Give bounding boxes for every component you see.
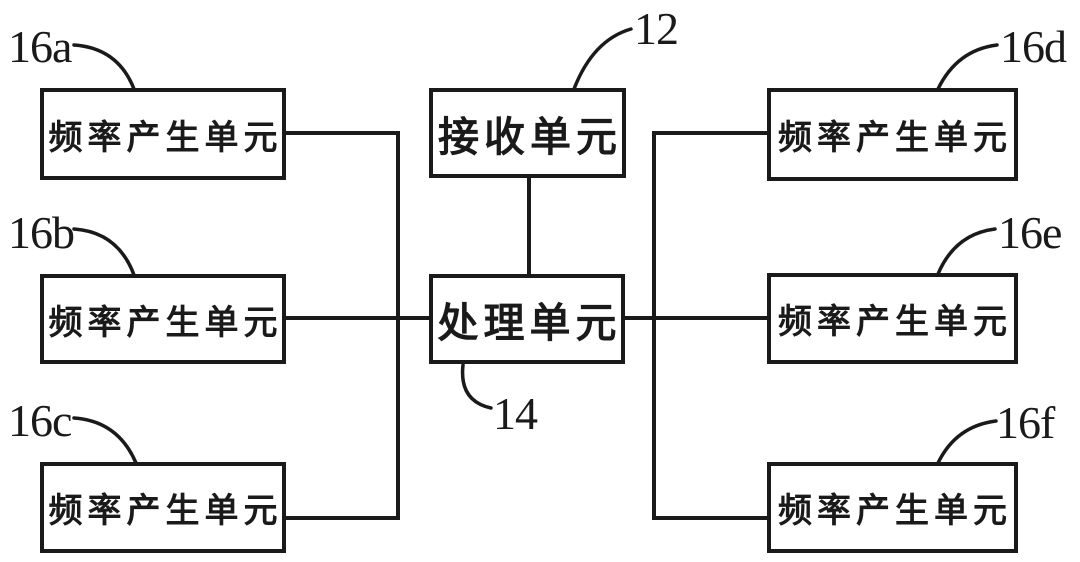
unit-box-16d-label: 频率产生单元 xyxy=(778,120,1012,157)
unit-box-processor-label: 处理单元 xyxy=(437,300,622,346)
ref-label-16f: 16f xyxy=(996,397,1055,448)
unit-box-receiver: 接收单元 xyxy=(429,88,626,178)
leader-line-16a xyxy=(72,43,136,91)
unit-box-receiver-label: 接收单元 xyxy=(438,114,622,160)
unit-box-16a-label: 频率产生单元 xyxy=(48,119,283,157)
unit-box-16d: 频率产生单元 xyxy=(767,88,1018,181)
unit-box-16f-label: 频率产生单元 xyxy=(778,493,1012,530)
ref-label-16e: 16e xyxy=(998,207,1062,258)
unit-box-16b: 频率产生单元 xyxy=(40,274,286,364)
leader-line-16d xyxy=(936,43,999,91)
unit-box-16a: 频率产生单元 xyxy=(40,88,286,180)
ref-label-12: 12 xyxy=(634,3,679,54)
ref-label-16c: 16c xyxy=(8,395,72,446)
leader-line-16e xyxy=(936,227,997,276)
unit-box-16c-label: 频率产生单元 xyxy=(48,493,283,530)
unit-box-processor: 处理单元 xyxy=(429,274,625,364)
unit-box-16e-label: 频率产生单元 xyxy=(778,304,1012,341)
connector-group xyxy=(284,131,769,520)
ref-label-16a: 16a xyxy=(8,21,72,72)
leader-line-14 xyxy=(460,363,493,410)
leader-group xyxy=(72,27,999,465)
unit-box-16c: 频率产生单元 xyxy=(40,462,286,553)
unit-box-16f: 频率产生单元 xyxy=(767,462,1018,553)
leader-line-16c xyxy=(72,416,138,465)
unit-box-16e: 频率产生单元 xyxy=(767,273,1018,364)
ref-label-14: 14 xyxy=(493,388,538,439)
ref-label-16d: 16d xyxy=(1000,21,1067,72)
leader-line-16b xyxy=(72,227,136,277)
ref-label-16b: 16b xyxy=(8,207,75,258)
leader-line-16f xyxy=(936,419,998,465)
leader-line-12 xyxy=(572,27,633,91)
unit-box-16b-label: 频率产生单元 xyxy=(48,304,283,342)
